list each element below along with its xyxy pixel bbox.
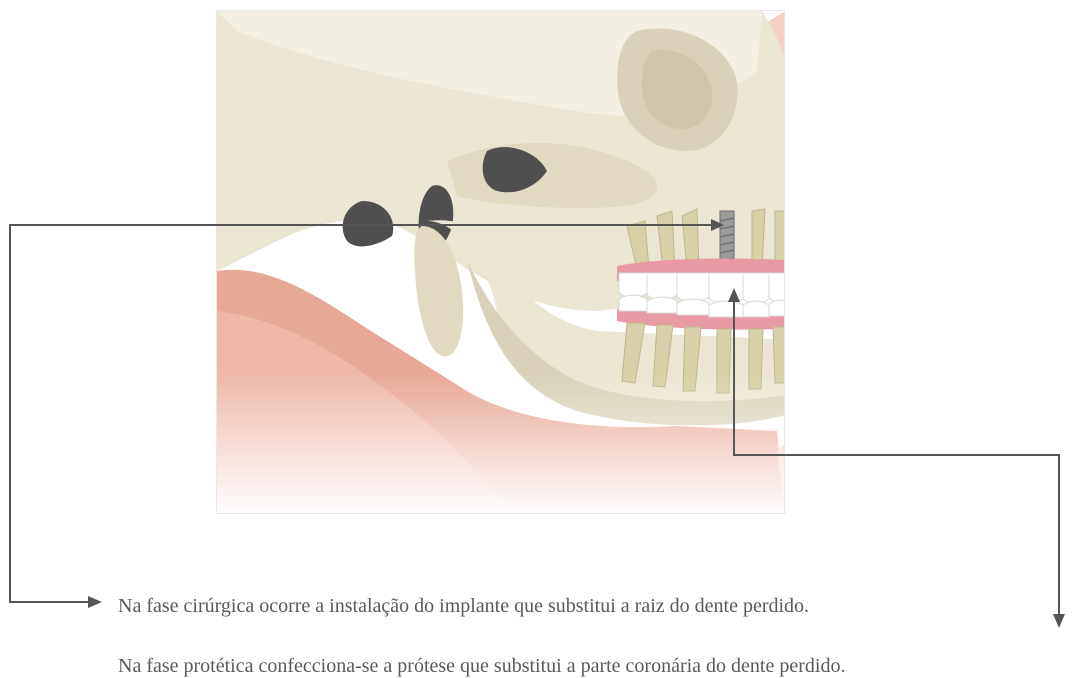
surgical-caption-arrowhead xyxy=(88,596,102,608)
prosthetic-phase-caption: Na fase protética confecciona-se a próte… xyxy=(118,654,1073,678)
implant-callout-line xyxy=(10,225,712,602)
crown-callout-arrowhead xyxy=(728,288,740,302)
prosthetic-caption-arrowhead xyxy=(1053,614,1065,628)
crown-callout-line xyxy=(734,300,1059,616)
implant-callout-arrowhead xyxy=(711,219,724,231)
surgical-phase-caption: Na fase cirúrgica ocorre a instalação do… xyxy=(118,594,809,618)
